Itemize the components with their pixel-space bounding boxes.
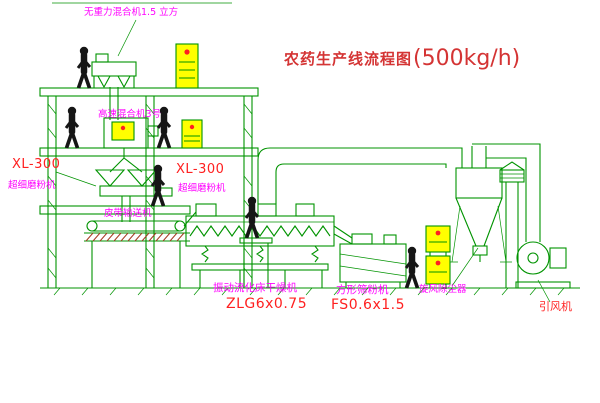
label-mill-left-model: XL-300 bbox=[12, 157, 61, 172]
control-cabinet-right-lower bbox=[425, 255, 451, 288]
power-indicator-dot bbox=[435, 230, 441, 236]
label-sieve-model: FS0.6x1.5 bbox=[331, 297, 406, 313]
worker-2 bbox=[66, 107, 78, 148]
leader-lines bbox=[55, 19, 551, 303]
label-mill-left-name: 超细磨粉机 bbox=[8, 180, 56, 191]
cyclone-to-fan-duct bbox=[472, 143, 541, 242]
fluid-bed-dryer-machine bbox=[185, 203, 335, 288]
label-mill-center-name: 超细磨粉机 bbox=[178, 183, 226, 194]
label-belt-conveyor: 皮带输送机 bbox=[104, 208, 152, 219]
diagram-title: 农药生产线流程图 (500kg/h) bbox=[284, 46, 520, 71]
worker-6 bbox=[406, 247, 418, 288]
label-fan: 引风机 bbox=[539, 300, 572, 313]
label-high-speed-mixer: 高速混合机3号 bbox=[98, 109, 162, 120]
square-sieve-machine bbox=[333, 225, 407, 288]
label-cyclone: 旋风除尘器 bbox=[419, 284, 467, 295]
belt-conveyor-machine bbox=[84, 211, 197, 288]
control-cabinet-top bbox=[175, 43, 199, 89]
label-dryer-name: 振动流化床干燥机 bbox=[213, 282, 297, 294]
control-cabinet-right-upper bbox=[425, 225, 451, 256]
cyclone-separator bbox=[446, 146, 512, 263]
building-frame bbox=[39, 87, 259, 288]
high-speed-mixer-machine bbox=[103, 117, 159, 173]
mixer-3d-machine bbox=[90, 53, 138, 120]
power-indicator-dot bbox=[120, 125, 126, 131]
power-indicator-dot bbox=[435, 260, 441, 266]
exhaust-duct bbox=[257, 147, 463, 204]
label-gravity-free-mixer: 无重力混合机1.5 立方 bbox=[84, 7, 179, 18]
ground-line bbox=[40, 287, 580, 296]
label-sieve-name: 方形筛粉机 bbox=[336, 284, 389, 296]
worker-1 bbox=[78, 47, 90, 88]
label-dryer-model: ZLG6x0.75 bbox=[226, 296, 308, 312]
diagram-title-capacity: (500kg/h) bbox=[413, 46, 521, 71]
induced-draft-fan bbox=[515, 241, 571, 289]
power-indicator-dot bbox=[184, 49, 190, 55]
exhaust-stack bbox=[499, 161, 525, 288]
diagram-title-text: 农药生产线流程图 bbox=[284, 50, 413, 68]
control-cabinet-floor2 bbox=[181, 119, 203, 149]
power-indicator-dot bbox=[189, 124, 195, 130]
label-mill-center-model: XL-300 bbox=[176, 162, 225, 177]
